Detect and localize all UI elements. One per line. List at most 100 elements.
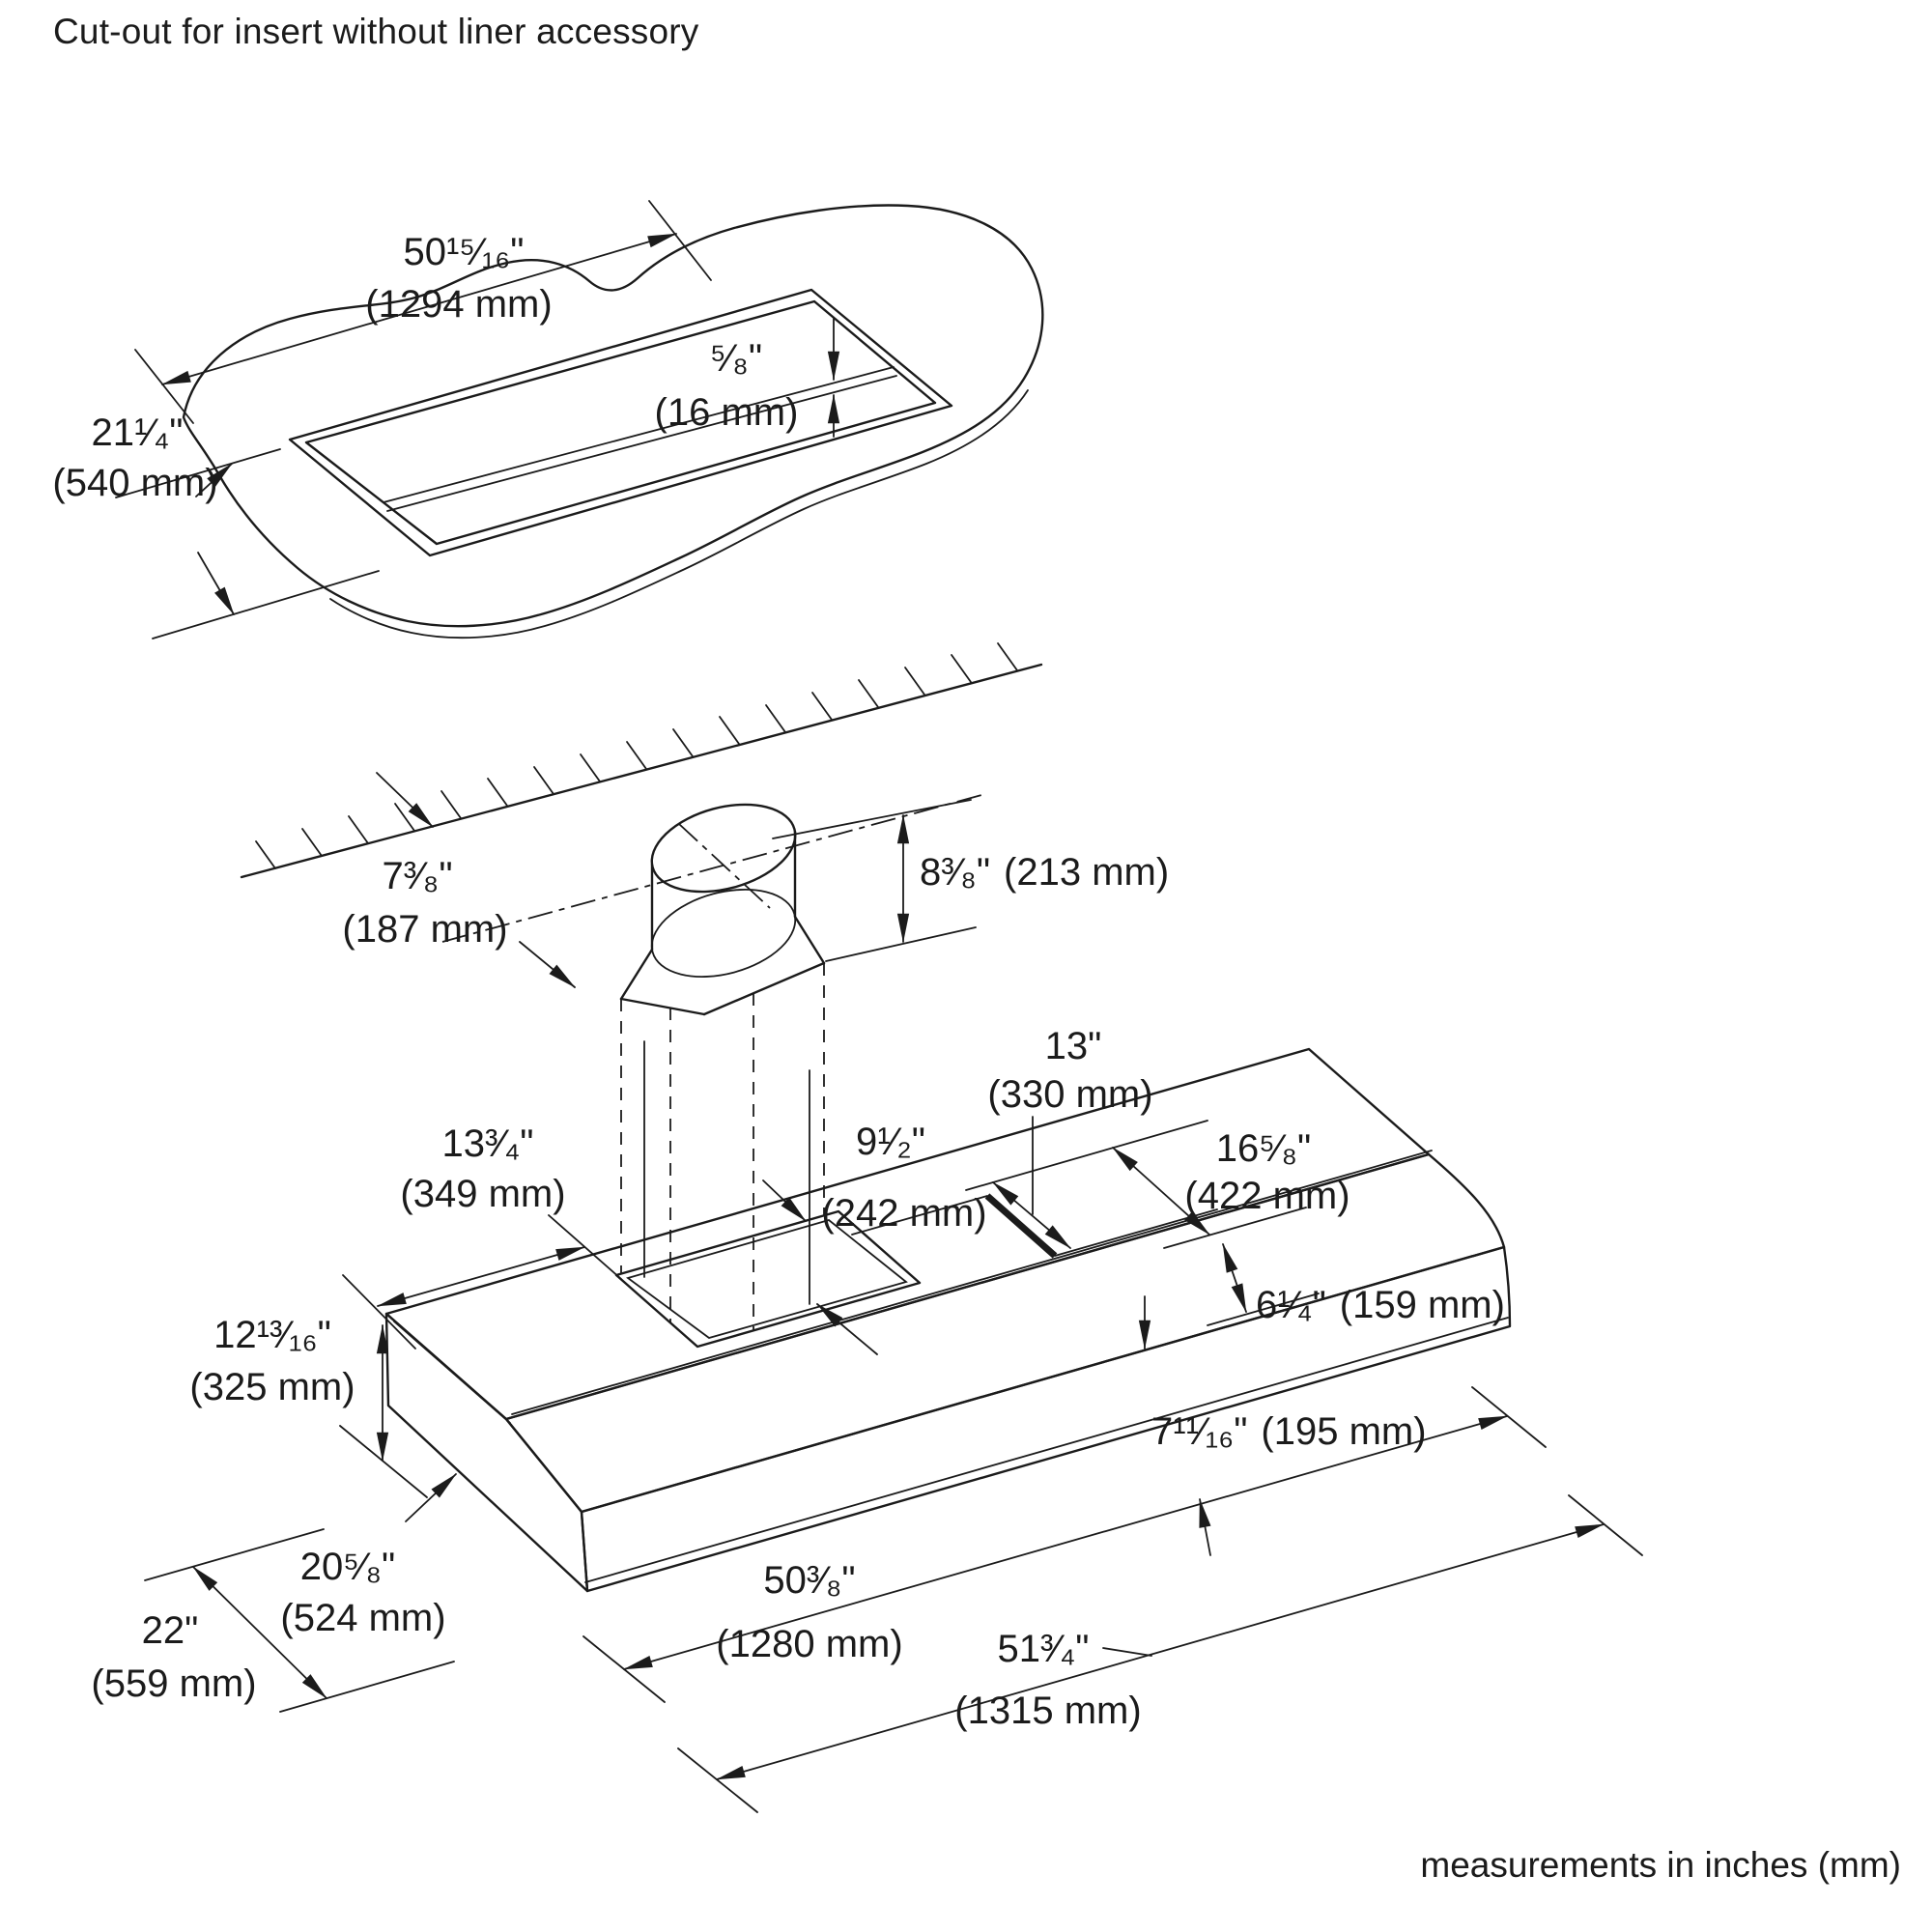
duct-projection-lines — [620, 963, 825, 1330]
duct-center-cross — [678, 823, 771, 909]
page-title: Cut-out for insert without liner accesso… — [53, 12, 699, 51]
hood-body — [384, 1047, 1512, 1593]
dim-label-inches: 12¹³⁄₁₆" — [213, 1314, 331, 1356]
dim-label-mm: (330 mm) — [987, 1073, 1152, 1116]
extension-tick — [134, 349, 194, 424]
dim-label-inches: 13³⁄₄" — [441, 1122, 533, 1165]
dim-label-inches: 9¹⁄₂" — [856, 1121, 925, 1163]
dim-label-mm: (422 mm) — [1184, 1175, 1350, 1217]
dim-duct-width: 9¹⁄₂" (242 mm) — [762, 1121, 987, 1355]
cutout-ledge-line-1 — [383, 366, 895, 503]
extension-line — [1207, 1293, 1320, 1326]
dimension-arrow — [1222, 1243, 1247, 1313]
duct-collar-bottom — [650, 889, 797, 978]
leader-arrow — [1199, 1498, 1211, 1556]
dim-label-inches: 22" — [142, 1609, 199, 1652]
dim-label-mm: (187 mm) — [342, 908, 507, 951]
extension-tick — [1568, 1494, 1643, 1556]
dim-label-inches: ⁵⁄₈" — [710, 337, 762, 380]
dim-label-mm: (1294 mm) — [365, 283, 552, 326]
leader-arrow — [816, 1303, 878, 1355]
hood-duct-opening-inner — [625, 1219, 908, 1339]
dim-label-mm: (1315 mm) — [954, 1690, 1141, 1732]
label-connector — [1102, 1647, 1152, 1657]
dim-duct-offset-left: 13³⁄₄" (349 mm) — [342, 1122, 622, 1350]
dim-front-height: 7¹¹⁄₁₆"(195 mm) — [1151, 1410, 1427, 1556]
duct-collar-top — [650, 803, 797, 894]
dim-left-end-height: 12¹³⁄₁₆" (325 mm) — [189, 1314, 428, 1498]
hood-duct-opening-outer — [614, 1209, 922, 1349]
ceiling-line — [240, 663, 1043, 879]
countertop-cutout-diagram: 50¹⁵⁄₁₆" (1294 mm) ⁵⁄₈" (16 mm) 21¹⁄₄" (… — [52, 200, 1044, 639]
dim-label-inches: 16⁵⁄₈" — [1216, 1127, 1312, 1170]
ceiling-and-duct: 8³⁄₈"(213 mm) 7³⁄₈" (187 mm) — [240, 642, 1169, 1330]
duct-centerline — [441, 793, 986, 943]
hood-top-front-edge-inner — [511, 1150, 1433, 1415]
dim-label-inches: 50¹⁵⁄₁₆" — [404, 231, 525, 273]
liner-edge-back — [851, 1195, 988, 1236]
leader-arrow — [197, 552, 235, 615]
dim-label-mm: (540 mm) — [52, 462, 217, 504]
ceiling-hatching — [255, 642, 1018, 869]
dim-label-mm: (242 mm) — [821, 1192, 986, 1235]
dim-label-inches: 20⁵⁄₈" — [300, 1546, 396, 1588]
hood-front-face — [580, 1245, 1512, 1593]
duct-transition — [619, 915, 826, 1016]
extension-tick — [342, 1274, 416, 1350]
ceiling-leader-arrow — [376, 772, 434, 828]
dimension-arrow — [716, 1523, 1605, 1780]
dimension-arrow — [1112, 1147, 1210, 1236]
dimension-arrow — [992, 1181, 1071, 1249]
reference-line — [772, 799, 972, 839]
reference-line — [825, 926, 977, 962]
dim-label-mm: (524 mm) — [280, 1597, 445, 1639]
extension-tick — [677, 1747, 758, 1813]
cutout-ledge-line-2 — [386, 375, 897, 512]
dimension-arrow — [192, 1566, 327, 1699]
dim-cutout-depth: 21¹⁄₄" (540 mm) — [52, 412, 380, 639]
leader-arrow — [195, 463, 233, 497]
dim-base-depth: 20⁵⁄₈" (524 mm) — [280, 1473, 457, 1639]
countertop-edge-thickness — [329, 389, 1029, 639]
extension-tick — [339, 1425, 428, 1498]
dim-label-mm: (16 mm) — [655, 391, 799, 434]
dim-label-mm: (349 mm) — [400, 1173, 565, 1215]
cutout-opening-outer — [288, 288, 953, 557]
units-note: measurements in inches (mm) — [1420, 1845, 1901, 1885]
dim-label: 8³⁄₈"(213 mm) — [920, 851, 1169, 894]
dimension-arrow — [161, 233, 677, 385]
extension-tick — [1471, 1386, 1547, 1448]
extension-line — [279, 1661, 455, 1713]
extension-tick — [648, 200, 712, 281]
leader-arrow — [762, 1179, 807, 1222]
leader-arrow — [519, 941, 576, 988]
extension-line — [115, 448, 281, 498]
dim-label-mm: (325 mm) — [189, 1366, 355, 1408]
dim-label: 7¹¹⁄₁₆"(195 mm) — [1151, 1410, 1427, 1453]
dim-duct-to-wall: 7³⁄₈" (187 mm) — [342, 855, 576, 988]
leader-arrow — [405, 1473, 457, 1522]
hood-left-edge-inner — [393, 1321, 511, 1424]
dim-cutout-lip: ⁵⁄₈" (16 mm) — [655, 318, 840, 438]
dim-label-mm: (1280 mm) — [716, 1623, 902, 1665]
dim-label-mm: (559 mm) — [91, 1662, 256, 1705]
extension-line — [152, 570, 380, 639]
dim-liner-depth: 13" (330 mm) — [965, 1025, 1218, 1257]
extension-line — [1163, 1207, 1307, 1249]
dim-top-depth: 16⁵⁄₈" (422 mm) — [1112, 1127, 1350, 1249]
dim-label: 6¹⁄₄"(159 mm) — [1256, 1284, 1505, 1326]
dim-label-inches: 7³⁄₈" — [382, 855, 452, 897]
dim-label-inches: 21¹⁄₄" — [91, 412, 183, 454]
dim-label-inches: 13" — [1045, 1025, 1102, 1067]
extension-line — [144, 1528, 325, 1581]
dim-cutout-width: 50¹⁵⁄₁₆" (1294 mm) — [134, 200, 712, 424]
dim-apron-height: 6¹⁄₄"(159 mm) — [1138, 1243, 1505, 1350]
extension-line — [965, 1120, 1208, 1191]
dim-label-inches: 50³⁄₈" — [763, 1559, 855, 1602]
dim-label-inches: 51³⁄₄" — [997, 1628, 1089, 1670]
dim-total-width: 51³⁄₄" (1315 mm) — [677, 1494, 1643, 1813]
dim-total-depth: 22" (559 mm) — [91, 1528, 455, 1713]
dimension-arrow — [377, 1246, 585, 1307]
